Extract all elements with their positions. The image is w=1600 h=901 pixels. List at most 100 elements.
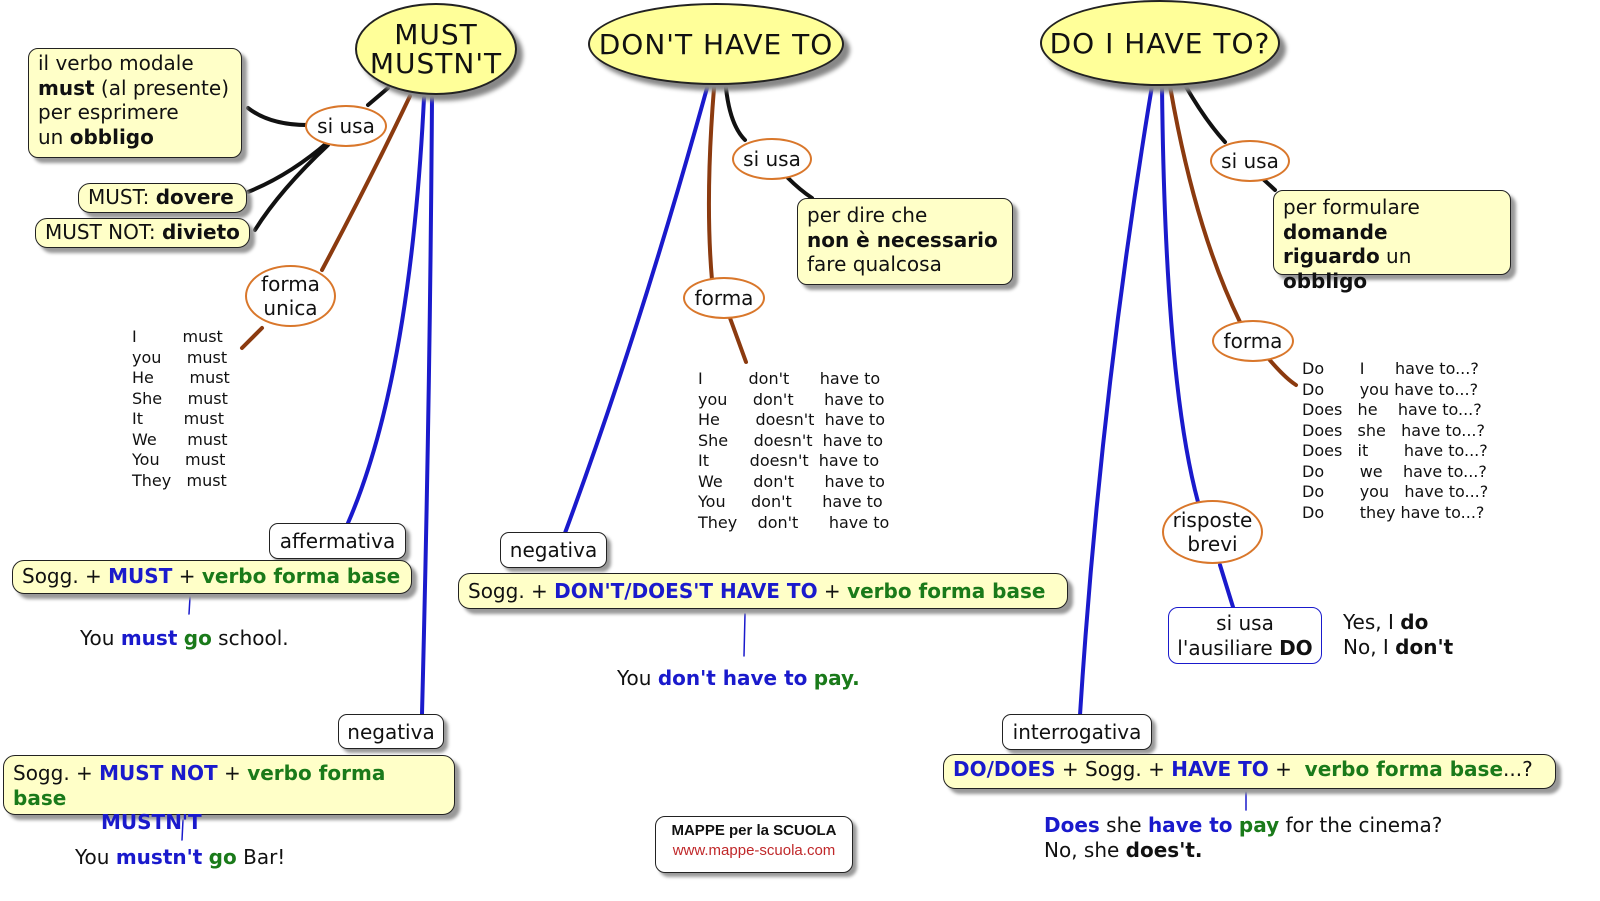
- conj-line: They don't have to: [698, 512, 890, 532]
- ex-keyword: Does: [1044, 813, 1100, 837]
- f-text: +: [1268, 757, 1305, 781]
- desc-text: un: [38, 124, 70, 149]
- conj-line: It doesn't have to: [698, 451, 880, 470]
- must-divieto-box: MUST NOT: divieto: [35, 218, 250, 248]
- f-verb: verbo forma base: [13, 761, 386, 810]
- link-forma: forma: [683, 277, 765, 319]
- conj-line: We must: [132, 429, 228, 449]
- ex-bold: does't.: [1125, 838, 1203, 862]
- dont-have-to-title-node: DON'T HAVE TO: [588, 3, 844, 85]
- desc-bold: must: [38, 75, 95, 100]
- box-text: MUST:: [88, 185, 156, 209]
- desc-line: per formulare: [1283, 195, 1420, 219]
- f-text: + Sogg. +: [1055, 757, 1172, 781]
- f-text: +: [217, 761, 248, 785]
- desc-text: (al presente): [94, 75, 230, 100]
- ex-text: No, I: [1343, 635, 1396, 659]
- conj-line: Do I have to...?: [1302, 359, 1479, 378]
- conj-line: you don't have to: [698, 389, 885, 409]
- answer-yes: Yes, I do: [1343, 610, 1453, 635]
- ex-verb: pay: [1238, 813, 1280, 837]
- conj-line: We don't have to: [698, 471, 885, 491]
- f-text: +: [172, 564, 202, 588]
- ex-text: Yes, I: [1343, 610, 1401, 634]
- doi-example: Does she have to pay for the cinema?No, …: [1044, 813, 1442, 863]
- ex-keyword: have to: [1147, 813, 1233, 837]
- ex-keyword: don't have to: [657, 666, 808, 690]
- desc-line: must (al presente): [38, 76, 232, 101]
- ex-text: No, she: [1044, 838, 1126, 862]
- link-si-usa: si usa: [305, 105, 387, 147]
- answer-no: No, I don't: [1343, 635, 1453, 660]
- must-affirmative-formula: Sogg. + MUST + verbo forma base: [12, 560, 412, 594]
- doi-formula: DO/DOES + Sogg. + HAVE TO + verbo forma …: [943, 754, 1556, 789]
- desc-line: fare qualcosa: [807, 252, 942, 276]
- logo-box[interactable]: MAPPE per la SCUOLA www.mappe-scuola.com: [655, 816, 853, 873]
- link-forma: forma: [1212, 320, 1294, 362]
- label-interrogativa: interrogativa: [1002, 714, 1152, 750]
- ex-keyword: must: [120, 626, 178, 650]
- conj-line: Do we have to...?: [1302, 461, 1487, 481]
- aux-text: l'ausiliare: [1177, 636, 1280, 660]
- desc-line: il verbo modale: [38, 51, 194, 75]
- ex-text: You: [80, 626, 121, 650]
- must-dovere-box: MUST: dovere: [78, 183, 247, 213]
- ex-keyword: mustn't: [115, 845, 203, 869]
- conj-line: Does it have to...?: [1302, 441, 1488, 460]
- logo-title: MAPPE per la SCUOLA: [671, 822, 837, 839]
- ex-line: No, she does't.: [1044, 838, 1442, 863]
- f-text: ...?: [1503, 757, 1533, 781]
- desc-bold: obbligo: [1283, 268, 1368, 293]
- desc-bold: domande: [1283, 219, 1388, 244]
- conj-line: She must: [132, 388, 228, 408]
- conj-line: Do they have to...?: [1302, 502, 1485, 522]
- f-text: +: [817, 579, 848, 603]
- conj-line: I don't have to: [698, 369, 881, 388]
- link-forma-unica: forma unica: [245, 265, 336, 327]
- title-line: MUSTN'T: [369, 47, 503, 80]
- f-verb: verbo forma base: [1304, 757, 1504, 781]
- ex-bold: do: [1400, 610, 1429, 634]
- conj-line: Does she have to...?: [1302, 420, 1485, 440]
- label-negativa: negativa: [500, 532, 607, 568]
- ex-text: You: [617, 666, 658, 690]
- ex-verb: pay.: [813, 666, 860, 690]
- desc-line: per dire che: [807, 203, 928, 227]
- f-verb: verbo forma base: [847, 579, 1046, 603]
- logo-url[interactable]: www.mappe-scuola.com: [672, 842, 836, 859]
- desc-bold: obbligo: [69, 124, 154, 149]
- ex-text: You: [75, 845, 116, 869]
- ex-text: she: [1099, 813, 1148, 837]
- ex-text: Bar!: [236, 845, 286, 869]
- dont-formula: Sogg. + DON'T/DOES'T HAVE TO + verbo for…: [458, 573, 1068, 609]
- desc-line: riguardo un obbligo: [1283, 244, 1501, 293]
- desc-bold: riguardo: [1283, 244, 1380, 268]
- link-risposte-brevi: risposte brevi: [1162, 500, 1263, 564]
- f-line: Sogg. + MUST NOT + verbo forma base: [13, 761, 445, 810]
- label-affermativa: affermativa: [269, 523, 406, 559]
- label-negativa: negativa: [338, 714, 444, 749]
- conj-line: She doesn't have to: [698, 430, 884, 450]
- f-text: Sogg. +: [13, 761, 100, 785]
- aux-bold: DO: [1279, 636, 1313, 660]
- title-line: MUST: [394, 18, 478, 51]
- f-keyword: MUST: [108, 564, 173, 588]
- conj-line: Do you have to...?: [1302, 482, 1489, 501]
- conj-line: He must: [132, 368, 230, 387]
- dont-example: You don't have to pay.: [617, 666, 860, 690]
- box-bold: dovere: [155, 185, 234, 209]
- f-keyword: DON'T/DOES'T HAVE TO: [554, 579, 818, 603]
- aux-line: si usa: [1216, 611, 1274, 635]
- ex-bold: don't: [1395, 635, 1454, 659]
- f-verb: verbo forma base: [201, 564, 401, 588]
- conj-line: He doesn't have to: [698, 410, 885, 429]
- desc-line: un obbligo: [38, 125, 232, 150]
- conj-line: you must: [132, 347, 228, 367]
- must-affirmative-example: You must go school.: [80, 626, 289, 650]
- ex-text: for the cinema?: [1279, 813, 1443, 837]
- ex-line: Does she have to pay for the cinema?: [1044, 813, 1442, 838]
